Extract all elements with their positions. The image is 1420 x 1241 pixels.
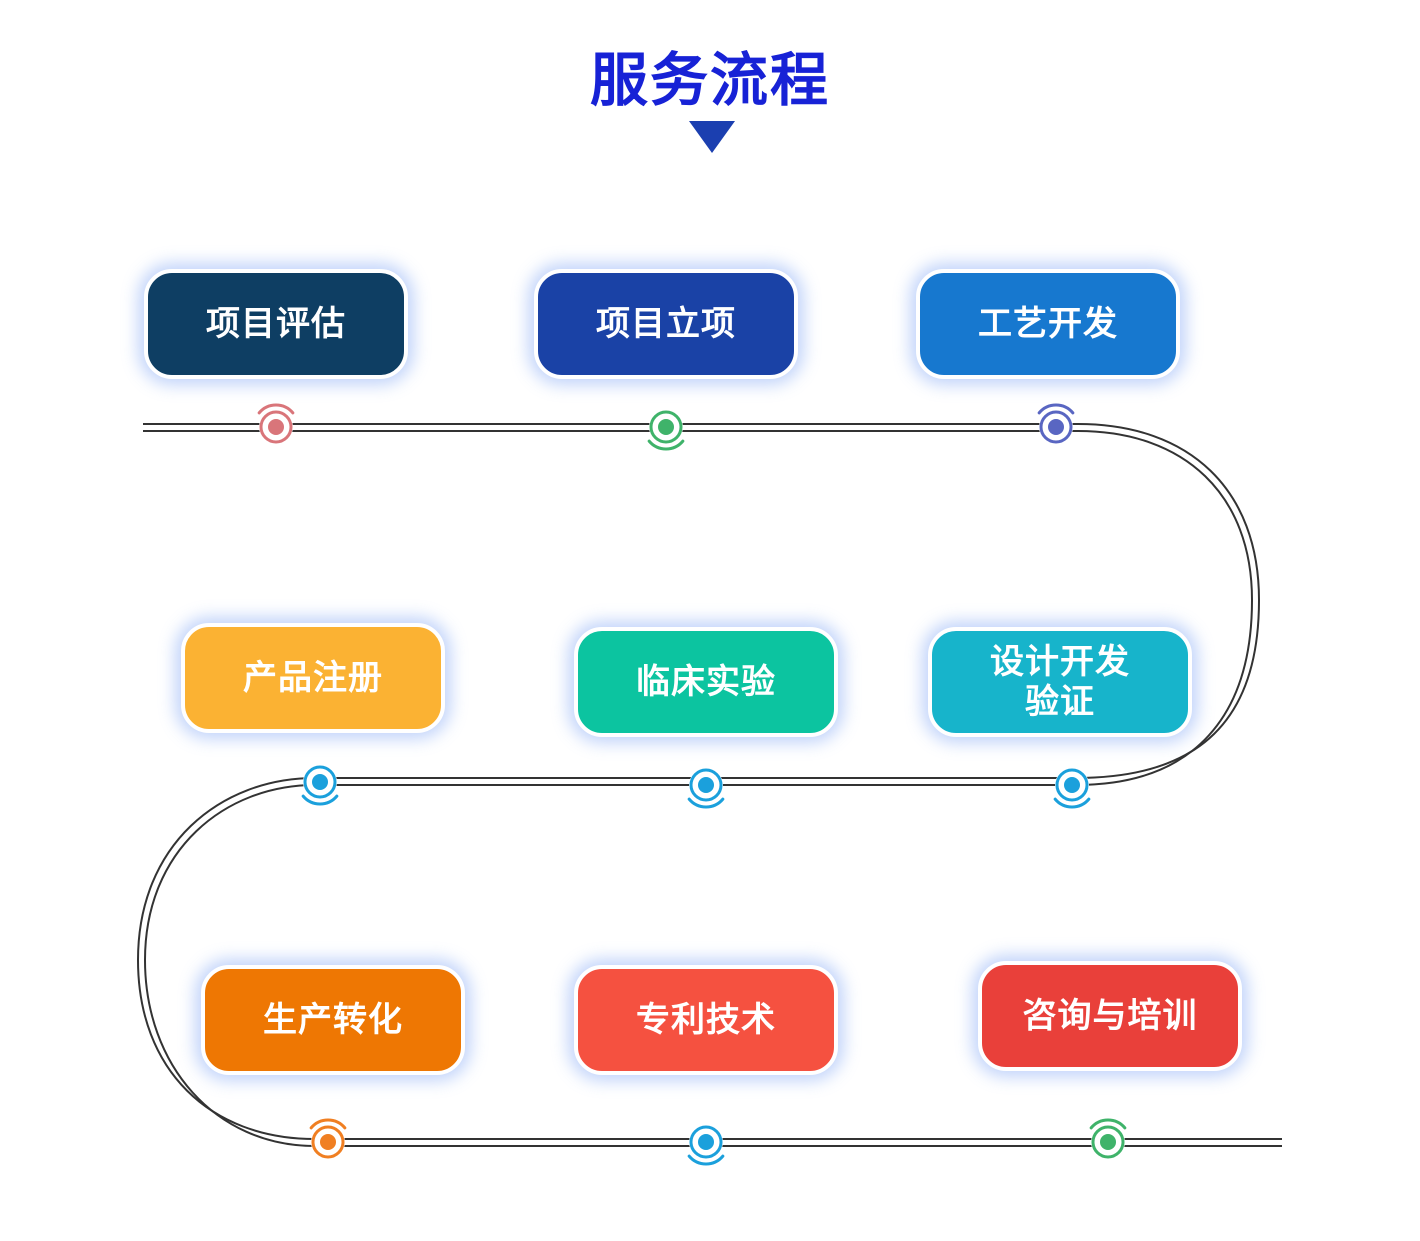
- step-label: 咨询与培训: [1022, 996, 1198, 1036]
- step-design-verification[interactable]: 设计开发验证: [928, 627, 1192, 737]
- timeline-marker-icon: [647, 410, 685, 451]
- timeline-marker-icon: [1089, 1118, 1127, 1159]
- step-label: 产品注册: [243, 658, 383, 698]
- title-down-arrow-icon: [689, 121, 735, 153]
- step-patent-technology[interactable]: 专利技术: [574, 965, 838, 1075]
- step-project-approval[interactable]: 项目立项: [534, 269, 798, 379]
- step-label: 生产转化: [263, 1000, 403, 1040]
- timeline-marker-icon: [687, 1125, 725, 1166]
- timeline-marker-icon: [309, 1118, 347, 1159]
- step-consulting-training[interactable]: 咨询与培训: [978, 961, 1242, 1071]
- page-title: 服务流程: [589, 46, 830, 114]
- step-label: 设计开发验证: [990, 642, 1130, 722]
- step-product-registration[interactable]: 产品注册: [181, 623, 445, 733]
- timeline-marker-icon: [687, 768, 725, 809]
- step-label: 项目立项: [596, 304, 736, 344]
- timeline-marker-icon: [257, 403, 295, 444]
- timeline-marker-icon: [1053, 768, 1091, 809]
- step-label: 专利技术: [636, 1000, 776, 1040]
- step-label: 项目评估: [206, 304, 346, 344]
- step-clinical-trial[interactable]: 临床实验: [574, 627, 838, 737]
- timeline-marker-icon: [301, 765, 339, 806]
- step-production-transfer[interactable]: 生产转化: [201, 965, 465, 1075]
- step-process-development[interactable]: 工艺开发: [916, 269, 1180, 379]
- timeline-marker-icon: [1037, 403, 1075, 444]
- step-label: 工艺开发: [978, 304, 1118, 344]
- step-label: 临床实验: [636, 662, 776, 702]
- step-project-evaluation[interactable]: 项目评估: [144, 269, 408, 379]
